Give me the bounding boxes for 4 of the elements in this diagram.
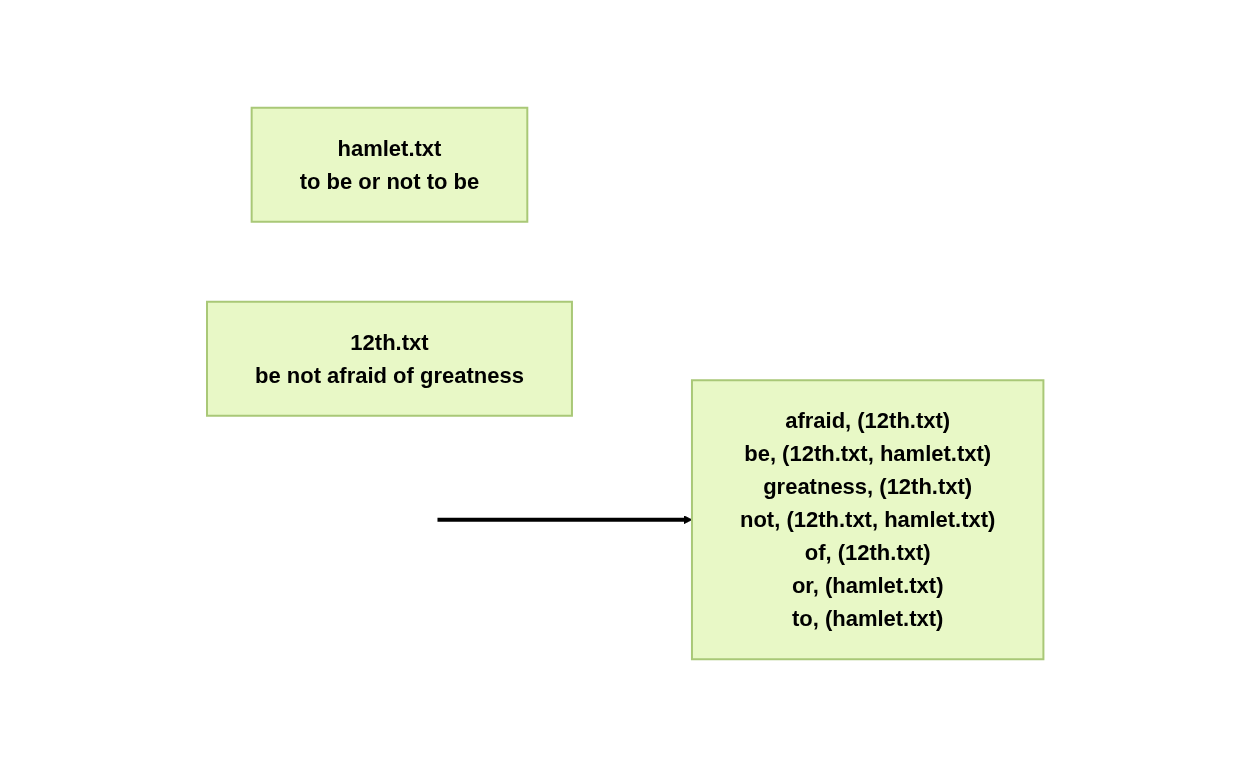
- node-box: afraid, (12th.txt) be, (12th.txt, hamlet.txt) greatness, (12th.txt) not, (12th.txt, hamlet.txt) of, (12th.txt) or, (hamlet.txt) to, (hamlet.txt): [691, 379, 1045, 661]
- node-box: 12th.txt be not afraid of greatness: [206, 300, 574, 417]
- node-box: hamlet.txt to be or not to be: [250, 106, 529, 223]
- arrow: [437, 515, 693, 525]
